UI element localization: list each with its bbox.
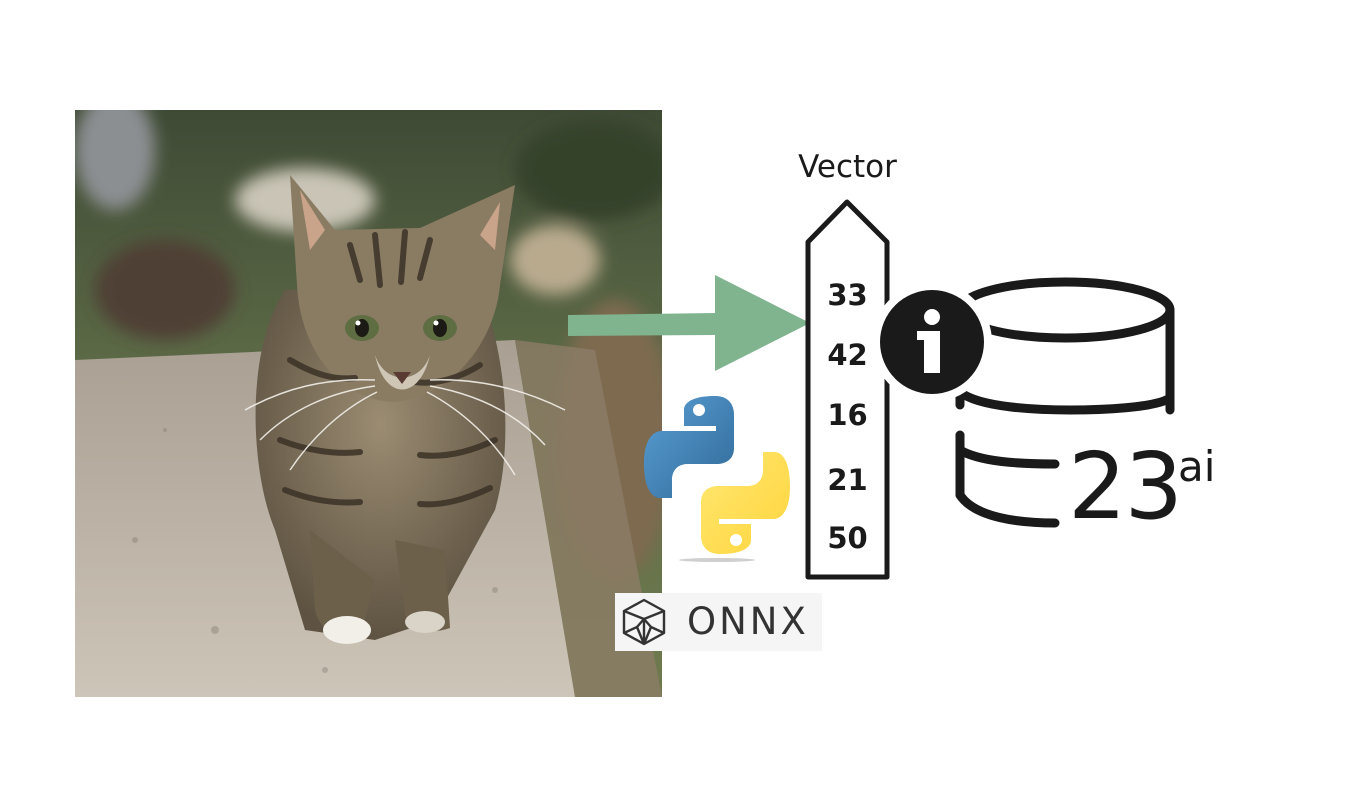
- onnx-logo-icon: [622, 598, 666, 646]
- vector-value: 33: [827, 278, 868, 312]
- vector-value: 50: [827, 521, 868, 555]
- python-logo-icon: [644, 396, 790, 562]
- vector-title: Vector: [798, 149, 897, 185]
- onnx-badge: ONNX: [615, 593, 822, 651]
- database-version-number: 23: [1068, 433, 1183, 540]
- vector-value: 21: [827, 463, 868, 497]
- vector-value: 16: [827, 398, 868, 432]
- database-version-suffix: ai: [1178, 442, 1216, 491]
- vector-column-icon: [805, 199, 890, 580]
- database-icon: [872, 277, 1175, 528]
- vector-value: 42: [827, 338, 868, 372]
- kitten-photo: [75, 110, 662, 697]
- arrow-right-icon: [568, 275, 810, 371]
- onnx-label: ONNX: [687, 600, 809, 643]
